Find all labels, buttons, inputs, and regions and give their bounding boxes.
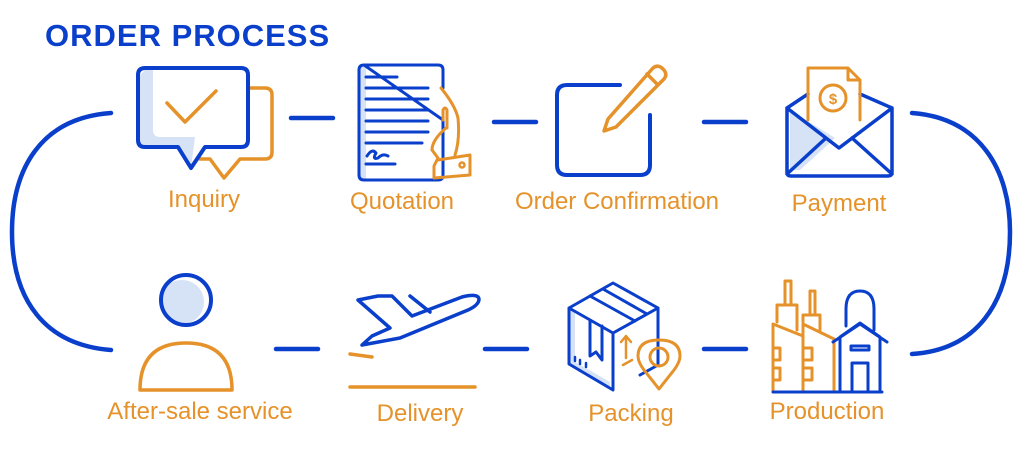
step-label-delivery: Delivery xyxy=(377,400,464,427)
payment-envelope-icon: $ xyxy=(785,66,894,178)
factory-icon xyxy=(771,279,889,394)
page-title: ORDER PROCESS xyxy=(45,18,330,53)
user-person-icon xyxy=(138,273,234,392)
step-label-after-sale-service: After-sale service xyxy=(107,398,292,425)
signed-document-icon xyxy=(357,63,472,182)
step-label-quotation: Quotation xyxy=(350,188,454,215)
chat-check-icon xyxy=(136,66,274,180)
left-loop-connector xyxy=(9,110,114,353)
step-label-payment: Payment xyxy=(792,190,887,217)
airplane-icon xyxy=(348,293,481,389)
step-label-production: Production xyxy=(770,398,885,425)
package-location-icon xyxy=(567,281,682,392)
dollar-sign-glyph: $ xyxy=(829,91,838,108)
right-loop-connector xyxy=(909,110,1013,357)
connectors xyxy=(9,110,1013,357)
step-label-packing: Packing xyxy=(588,400,673,427)
edit-square-icon xyxy=(555,64,668,177)
step-label-inquiry: Inquiry xyxy=(168,186,240,213)
step-label-order-confirmation: Order Confirmation xyxy=(515,188,719,215)
